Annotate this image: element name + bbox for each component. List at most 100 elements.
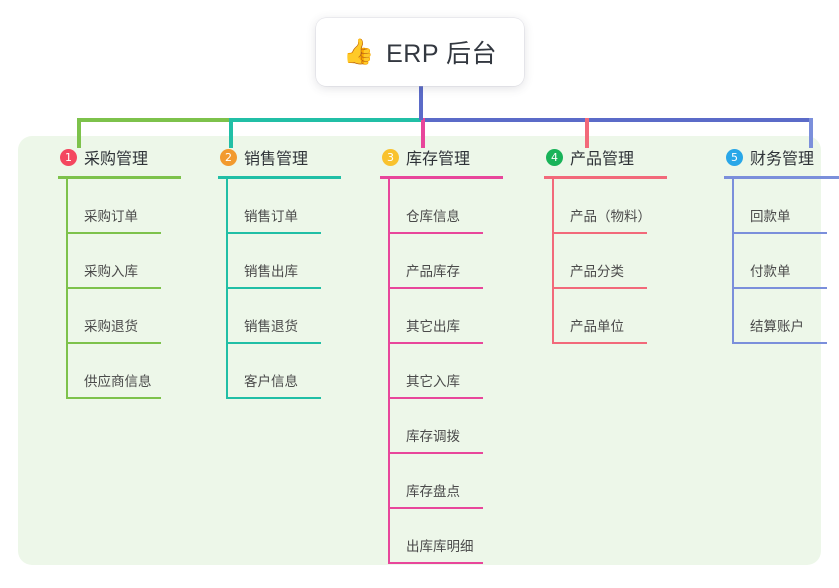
column-badge-2: 2: [220, 148, 237, 166]
leaf-item[interactable]: 产品分类: [552, 234, 676, 289]
column-rule-4: [544, 176, 667, 179]
column-header-3[interactable]: 3 库存管理: [360, 144, 512, 170]
column-badge-5: 5: [726, 148, 743, 166]
leaf-label: 仓库信息: [406, 209, 460, 224]
column-title-3: 库存管理: [406, 151, 471, 168]
leaf-label: 结算账户: [750, 319, 804, 334]
column-title-1: 采购管理: [84, 151, 149, 168]
drop-connector-3: [421, 118, 425, 148]
leaf-spine-4: [552, 179, 554, 344]
bus-segment-1: [77, 118, 229, 122]
column-badge-1: 1: [60, 148, 77, 166]
drop-connector-1: [77, 118, 81, 148]
leaf-rule: [66, 342, 161, 344]
column-header-1[interactable]: 1 采购管理: [38, 144, 190, 170]
diagram-panel: [18, 136, 821, 565]
leaf-rule: [732, 232, 827, 234]
column-header-2[interactable]: 2 销售管理: [198, 144, 350, 170]
leaf-item[interactable]: 采购入库: [66, 234, 190, 289]
column-title-5: 财务管理: [750, 151, 815, 168]
leaf-item[interactable]: 产品单位: [552, 289, 676, 344]
trunk-connector: [419, 86, 423, 120]
leaf-rule: [388, 452, 483, 454]
column-库存管理: 3 库存管理仓库信息产品库存其它出库其它入库库存调拨库存盘点出库库明细: [360, 144, 512, 564]
leaf-rule: [226, 287, 321, 289]
leaf-item[interactable]: 产品（物料）: [552, 179, 676, 234]
column-title-4: 产品管理: [570, 151, 635, 168]
leaf-list-4: 产品（物料） 产品分类产品单位: [552, 179, 676, 344]
leaf-item[interactable]: 产品库存: [388, 234, 512, 289]
leaf-label: 采购退货: [84, 319, 138, 334]
leaf-spine-2: [226, 179, 228, 399]
leaf-item[interactable]: 仓库信息: [388, 179, 512, 234]
leaf-rule: [388, 287, 483, 289]
leaf-label: 供应商信息: [84, 374, 152, 389]
leaf-label: 销售出库: [244, 264, 298, 279]
leaf-item[interactable]: 采购退货: [66, 289, 190, 344]
leaf-item[interactable]: 其它出库: [388, 289, 512, 344]
leaf-item[interactable]: 库存盘点: [388, 454, 512, 509]
leaf-item[interactable]: 结算账户: [732, 289, 839, 344]
leaf-item[interactable]: 采购订单: [66, 179, 190, 234]
leaf-label: 其它出库: [406, 319, 460, 334]
leaf-list-5: 回款单付款单结算账户: [732, 179, 839, 344]
leaf-rule: [552, 287, 647, 289]
column-销售管理: 2 销售管理销售订单销售出库销售退货客户信息: [198, 144, 350, 399]
leaf-item[interactable]: 回款单: [732, 179, 839, 234]
leaf-rule: [226, 232, 321, 234]
leaf-label: 销售订单: [244, 209, 298, 224]
leaf-rule: [226, 397, 321, 399]
column-财务管理: 5 财务管理回款单付款单结算账户: [704, 144, 839, 344]
leaf-label: 库存盘点: [406, 484, 460, 499]
column-badge-3: 3: [382, 148, 399, 166]
leaf-label: 产品（物料）: [570, 209, 651, 224]
column-title-2: 销售管理: [244, 151, 309, 168]
leaf-rule: [66, 232, 161, 234]
leaf-item[interactable]: 库存调拨: [388, 399, 512, 454]
root-node-card[interactable]: 👍 ERP 后台: [316, 18, 524, 86]
leaf-label: 采购入库: [84, 264, 138, 279]
leaf-item[interactable]: 其它入库: [388, 344, 512, 399]
leaf-item[interactable]: 销售退货: [226, 289, 350, 344]
leaf-rule: [388, 342, 483, 344]
leaf-spine-3: [388, 179, 390, 564]
leaf-item[interactable]: 销售订单: [226, 179, 350, 234]
root-node-title: ERP 后台: [386, 40, 498, 68]
leaf-item[interactable]: 销售出库: [226, 234, 350, 289]
leaf-rule: [732, 342, 827, 344]
thumbs-up-icon: 👍: [342, 37, 375, 66]
leaf-label: 产品分类: [570, 264, 624, 279]
leaf-list-1: 采购订单采购入库采购退货供应商信息: [66, 179, 190, 399]
bus-segment-3: [421, 118, 811, 122]
leaf-label: 回款单: [750, 209, 791, 224]
leaf-rule: [388, 232, 483, 234]
leaf-rule: [388, 507, 483, 509]
leaf-label: 产品库存: [406, 264, 460, 279]
drop-connector-2: [229, 118, 233, 148]
leaf-item[interactable]: 出库库明细: [388, 509, 512, 564]
leaf-label: 出库库明细: [406, 539, 474, 554]
leaf-item[interactable]: 付款单: [732, 234, 839, 289]
leaf-item[interactable]: 供应商信息: [66, 344, 190, 399]
leaf-label: 采购订单: [84, 209, 138, 224]
column-rule-2: [218, 176, 341, 179]
leaf-rule: [388, 562, 483, 564]
bus-segment-2: [229, 118, 421, 122]
leaf-list-3: 仓库信息产品库存其它出库其它入库库存调拨库存盘点出库库明细: [388, 179, 512, 564]
leaf-item[interactable]: 客户信息: [226, 344, 350, 399]
leaf-label: 销售退货: [244, 319, 298, 334]
column-采购管理: 1 采购管理采购订单采购入库采购退货供应商信息: [38, 144, 190, 399]
leaf-spine-1: [66, 179, 68, 399]
leaf-rule: [66, 287, 161, 289]
leaf-list-2: 销售订单销售出库销售退货客户信息: [226, 179, 350, 399]
leaf-rule: [226, 342, 321, 344]
leaf-label: 客户信息: [244, 374, 298, 389]
leaf-label: 其它入库: [406, 374, 460, 389]
leaf-rule: [66, 397, 161, 399]
leaf-rule: [552, 232, 647, 234]
column-header-5[interactable]: 5 财务管理: [704, 144, 839, 170]
leaf-label: 产品单位: [570, 319, 624, 334]
leaf-label: 库存调拨: [406, 429, 460, 444]
